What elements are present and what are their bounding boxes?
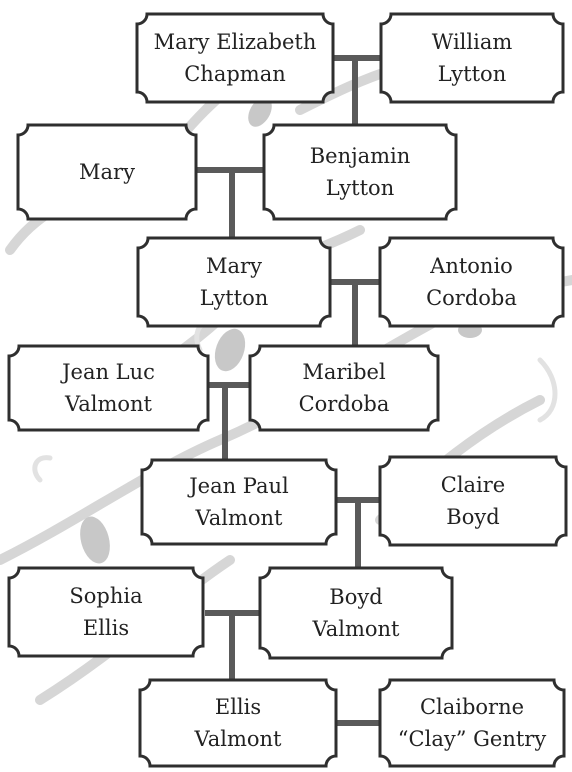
person-box-jean-paul-valmont: Jean Paul Valmont — [140, 458, 338, 546]
person-box-mary: Mary — [16, 123, 198, 221]
person-name: Jean Luc Valmont — [62, 360, 155, 416]
person-name: Maribel Cordoba — [298, 360, 390, 416]
person-box-maribel-cordoba: Maribel Cordoba — [248, 344, 440, 432]
person-box-sophia-ellis: Sophia Ellis — [7, 566, 205, 658]
person-name: Mary — [79, 160, 135, 184]
person-name: Benjamin Lytton — [309, 144, 411, 200]
person-name: Claiborne “Clay” Gentry — [397, 695, 547, 751]
person-box-mary-elizabeth-chapman: Mary Elizabeth Chapman — [135, 12, 335, 104]
person-box-ellis-valmont: Ellis Valmont — [138, 678, 338, 768]
person-box-benjamin-lytton: Benjamin Lytton — [262, 123, 458, 221]
person-box-claire-boyd: Claire Boyd — [378, 455, 568, 547]
person-name: Boyd Valmont — [312, 585, 400, 641]
person-name: Jean Paul Valmont — [189, 474, 289, 530]
person-box-antonio-cordoba: Antonio Cordoba — [378, 236, 565, 328]
person-name: Sophia Ellis — [69, 584, 143, 640]
person-name: Antonio Cordoba — [426, 254, 517, 310]
person-name: Claire Boyd — [440, 473, 506, 529]
person-box-william-lytton: William Lytton — [379, 12, 565, 104]
person-box-boyd-valmont: Boyd Valmont — [258, 566, 454, 660]
person-name: William Lytton — [431, 30, 513, 86]
person-name: Ellis Valmont — [194, 695, 282, 751]
person-box-mary-lytton: Mary Lytton — [136, 236, 332, 328]
person-name: Mary Elizabeth Chapman — [153, 30, 317, 86]
person-box-jean-luc-valmont: Jean Luc Valmont — [7, 344, 210, 432]
person-box-claiborne-gentry: Claiborne “Clay” Gentry — [378, 678, 566, 768]
person-name: Mary Lytton — [199, 254, 269, 310]
